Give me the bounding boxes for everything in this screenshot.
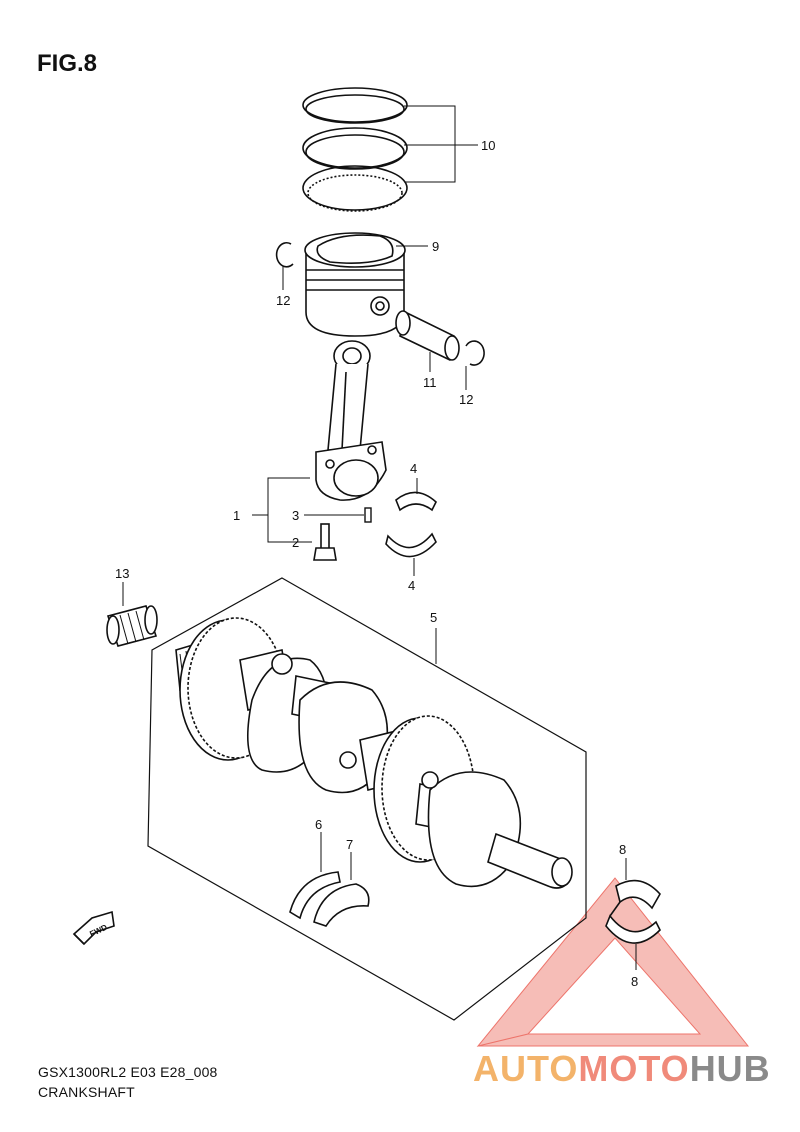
callout-9: 9 — [432, 239, 439, 254]
callout-12-right: 12 — [459, 392, 473, 407]
model-code: GSX1300RL2 E03 E28_008 — [38, 1064, 218, 1080]
crankshaft — [175, 617, 573, 889]
connecting-rod — [315, 340, 387, 501]
callout-4-bottom: 4 — [408, 578, 415, 593]
watermark-triangle — [476, 877, 750, 1047]
callout-4-top: 4 — [410, 461, 417, 476]
section-name: CRANKSHAFT — [38, 1084, 135, 1100]
leader-1 — [267, 477, 312, 543]
fwd-arrow-icon: FWD — [72, 910, 115, 946]
main-bearing-pair — [605, 879, 661, 944]
rod-bearing-lower — [385, 532, 437, 558]
piston-pin — [395, 310, 460, 361]
callout-12-left: 12 — [276, 293, 290, 308]
circlip-right — [465, 340, 485, 366]
leader-10 — [404, 105, 456, 183]
rod-pin — [364, 507, 372, 523]
callout-7: 7 — [346, 837, 353, 852]
callout-8-bottom: 8 — [631, 974, 638, 989]
crankshaft-box — [147, 577, 587, 1021]
thrust-bearing-6 — [289, 871, 341, 920]
circlip-left — [275, 241, 294, 268]
watermark-part-auto: AUTO — [473, 1048, 579, 1089]
callout-5: 5 — [430, 610, 437, 625]
callout-11: 11 — [423, 375, 437, 390]
piston-rings — [302, 87, 408, 212]
watermark-part-moto: MOTO — [578, 1048, 690, 1089]
piston — [304, 232, 406, 337]
callout-13: 13 — [115, 566, 129, 581]
callout-1: 1 — [233, 508, 240, 523]
rod-bearing-upper — [395, 491, 437, 512]
needle-bearing — [106, 605, 158, 647]
rod-bolt — [313, 523, 337, 561]
callout-8-top: 8 — [619, 842, 626, 857]
watermark-logo: AUTOMOTOHUB — [473, 1048, 771, 1090]
callout-10: 10 — [481, 138, 495, 153]
callout-2: 2 — [292, 535, 299, 550]
callout-6: 6 — [315, 817, 322, 832]
watermark-part-hub: HUB — [689, 1048, 771, 1089]
figure-title: FIG.8 — [37, 50, 98, 77]
callout-3: 3 — [292, 508, 299, 523]
thrust-bearing-7 — [313, 883, 370, 927]
